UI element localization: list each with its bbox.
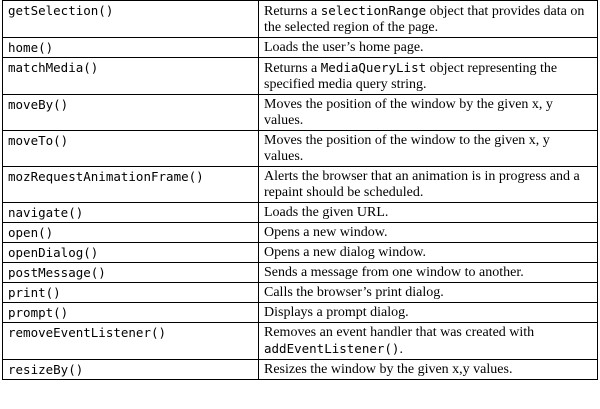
inline-code: selectionRange [320, 3, 427, 18]
table-row: resizeBy() Resizes the window by the give… [2, 359, 598, 380]
table-row: getSelection()Returns a selectionRange o… [2, 0, 598, 38]
method-name-cell: mozRequestAnimationFrame() [2, 166, 259, 203]
method-description-cell: Loads the user’s home page. [258, 37, 598, 58]
table-row: matchMedia()Returns a MediaQueryList obj… [2, 57, 598, 95]
description-text: Removes an event handler that was create… [264, 325, 535, 340]
description-text: object representing the specified media … [264, 61, 558, 92]
method-description-cell: Opens a new dialog window. [258, 242, 598, 263]
method-name-cell: open() [2, 222, 259, 243]
method-description-cell: Moves the position of the window to the … [258, 130, 598, 167]
table-row: moveBy()Moves the position of the window… [2, 94, 598, 131]
description-text: Calls the browser’s print dialog. [264, 285, 444, 300]
method-description-cell: Moves the position of the window by the … [258, 94, 598, 131]
method-description-cell: Loads the given URL. [258, 202, 598, 223]
method-name-cell: removeEventListener() [2, 322, 259, 360]
method-description-cell: Removes an event handler that was create… [258, 322, 598, 360]
methods-table-body: getSelection()Returns a selectionRange o… [2, 0, 598, 380]
description-text: Loads the given URL. [264, 205, 389, 220]
description-text: Returns a [264, 4, 321, 19]
table-row: openDialog() Opens a new dialog window. [2, 242, 598, 263]
table-row: open() Opens a new window. [2, 222, 598, 243]
method-name-cell: openDialog() [2, 242, 259, 263]
table-row: prompt() Displays a prompt dialog. [2, 302, 598, 323]
inline-code: MediaQueryList [320, 60, 427, 75]
description-text: Opens a new window. [264, 225, 388, 240]
table-row: mozRequestAnimationFrame()Alerts the bro… [2, 166, 598, 203]
table-row: removeEventListener() Removes an event ha… [2, 322, 598, 360]
method-name-cell: navigate() [2, 202, 259, 223]
method-name-cell: prompt() [2, 302, 259, 323]
method-name-cell: resizeBy() [2, 359, 259, 380]
description-text: Loads the user’s home page. [264, 40, 424, 55]
method-name-cell: getSelection() [2, 0, 259, 38]
method-description-cell: Opens a new window. [258, 222, 598, 243]
description-text: Returns a [264, 61, 321, 76]
method-name-cell: print() [2, 282, 259, 303]
method-description-cell: Sends a message from one window to anoth… [258, 262, 598, 283]
methods-table: getSelection()Returns a selectionRange o… [2, 0, 598, 380]
table-row: home() Loads the user’s home page. [2, 37, 598, 58]
method-name-cell: moveTo() [2, 130, 259, 167]
table-row: postMessage() Sends a message from one wi… [2, 262, 598, 283]
description-text: Alerts the browser that an animation is … [264, 169, 580, 200]
method-description-cell: Returns a MediaQueryList object represen… [258, 57, 598, 95]
description-text: Moves the position of the window by the … [264, 97, 553, 128]
table-row: print() Calls the browser’s print dialog. [2, 282, 598, 303]
method-name-cell: moveBy() [2, 94, 259, 131]
method-name-cell: postMessage() [2, 262, 259, 283]
method-description-cell: Returns a selectionRange object that pro… [258, 0, 598, 38]
method-description-cell: Calls the browser’s print dialog. [258, 282, 598, 303]
description-text: Sends a message from one window to anoth… [264, 265, 524, 280]
description-text: Opens a new dialog window. [264, 245, 427, 260]
description-text: Displays a prompt dialog. [264, 305, 409, 320]
description-text: object that provides data on the selecte… [264, 4, 585, 35]
table-row: moveTo()Moves the position of the window… [2, 130, 598, 167]
inline-code: addEventListener() [264, 341, 400, 356]
method-name-cell: home() [2, 37, 259, 58]
method-description-cell: Alerts the browser that an animation is … [258, 166, 598, 203]
description-text: Moves the position of the window to the … [264, 133, 550, 164]
method-description-cell: Displays a prompt dialog. [258, 302, 598, 323]
method-name-cell: matchMedia() [2, 57, 259, 95]
description-text: Resizes the window by the given x,y valu… [264, 362, 513, 377]
method-description-cell: Resizes the window by the given x,y valu… [258, 359, 598, 380]
description-text: . [399, 342, 403, 357]
table-row: navigate() Loads the given URL. [2, 202, 598, 223]
